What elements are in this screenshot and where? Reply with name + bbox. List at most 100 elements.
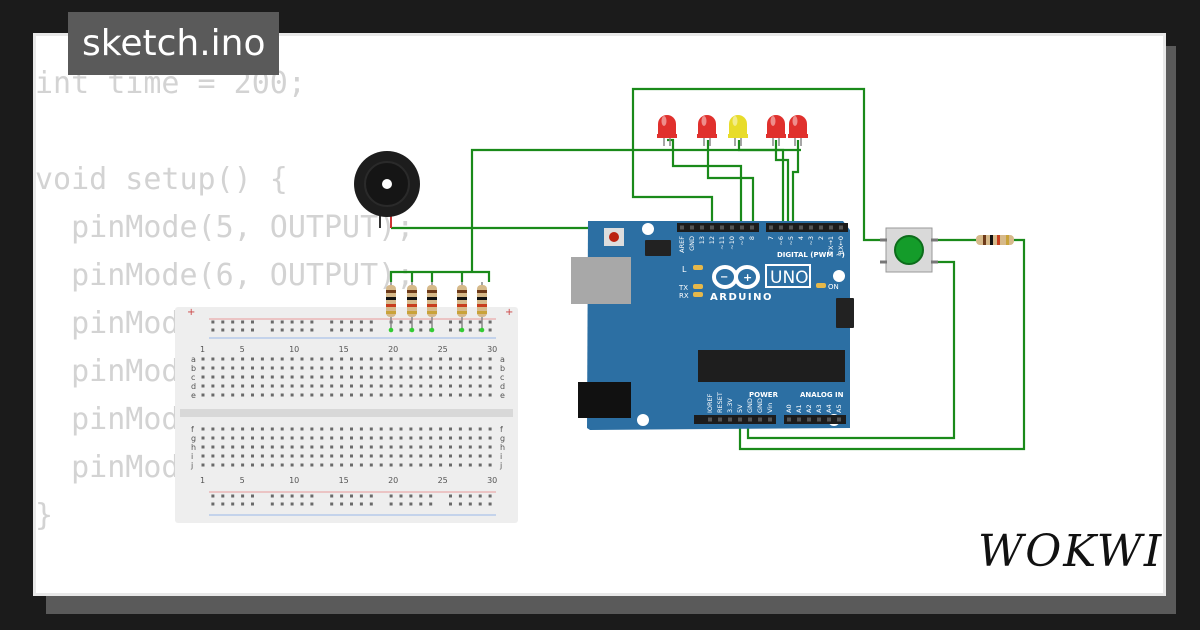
row-letter: g <box>191 434 196 443</box>
analog-pin-label: A4 <box>825 404 833 413</box>
led-resistor[interactable] <box>427 282 437 333</box>
analog-label: ANALOG IN <box>800 391 844 399</box>
row-letter: a <box>500 355 505 364</box>
digital-pin-label: 7 <box>767 236 775 240</box>
push-button[interactable] <box>880 227 938 273</box>
row-letter: g <box>500 434 505 443</box>
digital-pin-label: ~5 <box>787 236 795 246</box>
digital-pin-label: 8 <box>748 236 756 240</box>
digital-pin-label: GND <box>688 236 696 251</box>
row-letter: h <box>500 443 505 452</box>
column-number: 5 <box>240 345 245 354</box>
digital-pin-label: RX←0 <box>837 236 845 255</box>
row-letter: d <box>191 382 196 391</box>
row-letter: h <box>191 443 196 452</box>
row-letter: b <box>191 364 196 373</box>
digital-pin-label: ~9 <box>738 236 746 246</box>
column-number: 15 <box>339 476 349 485</box>
digital-label: DIGITAL (PWM ~) <box>777 251 845 259</box>
row-letter: d <box>500 382 505 391</box>
arduino-brand: ARDUINO <box>710 292 773 303</box>
analog-pin-label: A1 <box>795 404 803 413</box>
file-tab[interactable]: sketch.ino <box>68 12 280 75</box>
column-number: 20 <box>388 345 398 354</box>
wires <box>389 87 1026 451</box>
row-letter: f <box>191 425 194 434</box>
rail-plus-label-left: + <box>187 307 195 318</box>
column-number: 25 <box>438 345 448 354</box>
digital-pin-label: 2 <box>817 236 825 240</box>
code-line: void setup() { <box>35 162 288 197</box>
led-resistor[interactable] <box>407 282 417 333</box>
power-pin-label: RESET <box>716 392 724 413</box>
row-letter: e <box>191 391 196 400</box>
row-letter: i <box>191 452 193 461</box>
column-number: 5 <box>240 476 245 485</box>
column-number: 30 <box>487 476 497 485</box>
row-letter: b <box>500 364 505 373</box>
tx-label: TX <box>678 284 688 292</box>
row-letter: e <box>500 391 505 400</box>
led-red[interactable] <box>766 115 786 146</box>
svg-text:+: + <box>743 271 752 284</box>
power-pin-label: 5V <box>736 404 744 413</box>
resistors <box>386 282 487 333</box>
led-resistor[interactable] <box>477 282 487 333</box>
column-number: 1 <box>200 476 205 485</box>
led-red[interactable] <box>657 115 677 146</box>
arduino-logo <box>712 265 760 289</box>
code-line: } <box>35 498 54 533</box>
row-letter: c <box>191 373 195 382</box>
power-pin-label: IOREF <box>706 393 714 413</box>
analog-pin-label: A3 <box>815 404 823 413</box>
row-letter: j <box>190 461 193 470</box>
analog-pin-label: A2 <box>805 404 813 413</box>
wokwi-logo: WOKWI <box>978 526 1164 577</box>
row-letter: f <box>500 425 503 434</box>
digital-pin-label: ~6 <box>777 236 785 246</box>
column-number: 25 <box>438 476 448 485</box>
column-number: 30 <box>487 345 497 354</box>
row-letter: c <box>500 373 504 382</box>
buzzer[interactable] <box>354 151 420 228</box>
power-label: POWER <box>749 391 779 399</box>
code-line: pinMode(5, OUTPUT); <box>35 210 415 245</box>
column-number: 20 <box>388 476 398 485</box>
svg-text:−: − <box>720 272 728 283</box>
led-red[interactable] <box>788 115 808 146</box>
on-label: ON <box>828 283 839 291</box>
row-letter: a <box>191 355 196 364</box>
analog-pin-label: A0 <box>785 404 793 413</box>
digital-pin-label: ~11 <box>718 236 726 250</box>
power-pin-label: 3.3V <box>726 398 734 413</box>
uno-label: UNO <box>770 268 809 288</box>
row-letter: j <box>499 461 502 470</box>
power-pin-label: GND <box>756 398 764 413</box>
column-number: 10 <box>289 476 299 485</box>
digital-pin-label: ~3 <box>807 236 815 246</box>
row-letter: i <box>500 452 502 461</box>
rail-plus-label: + <box>505 307 513 318</box>
digital-pin-label: TX→1 <box>827 236 835 255</box>
pulldown-resistor[interactable] <box>976 235 1014 245</box>
led-resistor[interactable] <box>386 282 396 333</box>
digital-pin-label: 13 <box>698 236 706 244</box>
leds <box>657 115 808 146</box>
led-red[interactable] <box>697 115 717 146</box>
led-yellow[interactable] <box>728 115 748 146</box>
led-resistor[interactable] <box>457 282 467 333</box>
power-pin-label: Vin <box>766 403 774 413</box>
digital-pin-label: 12 <box>708 236 716 244</box>
column-number: 15 <box>339 345 349 354</box>
column-number: 10 <box>289 345 299 354</box>
digital-pin-label: 4 <box>797 236 805 240</box>
digital-pin-label: AREF <box>678 236 686 253</box>
column-number: 1 <box>200 345 205 354</box>
digital-pin-label: ~10 <box>728 236 736 250</box>
analog-pin-label: A5 <box>835 404 843 413</box>
rx-label: RX <box>679 292 689 300</box>
led-l-label: L <box>682 265 687 274</box>
